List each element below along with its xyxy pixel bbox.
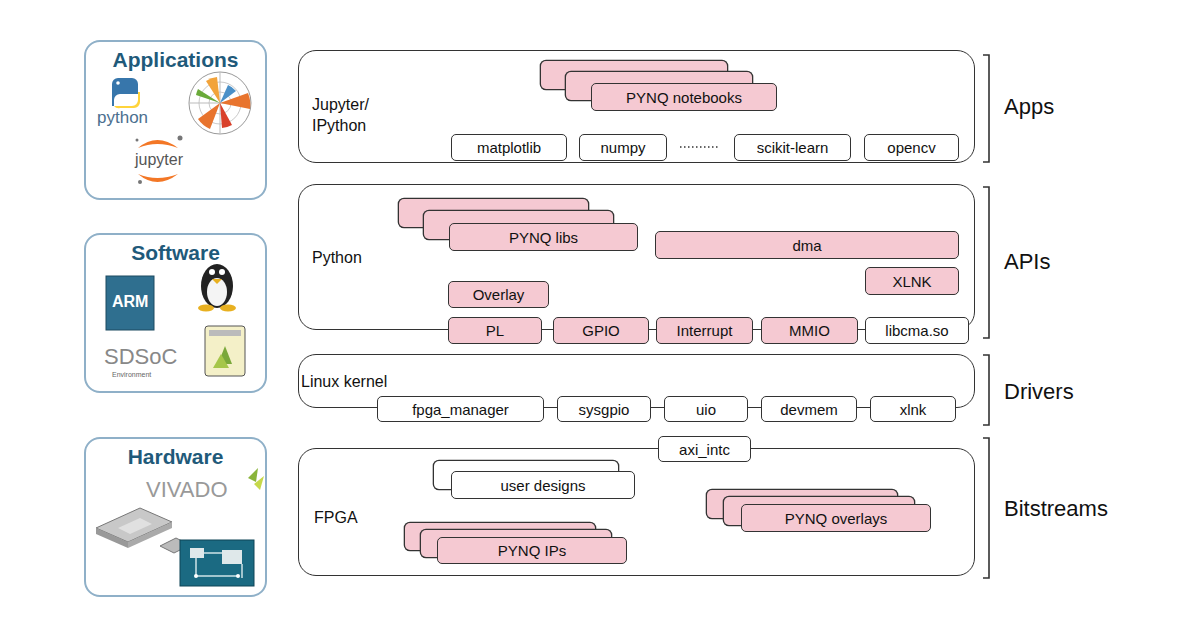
component-box: sysgpio [557, 396, 651, 422]
box-label: sysgpio [579, 401, 630, 418]
box-label: fpga_manager [412, 401, 509, 418]
component-box: axi_intc [658, 436, 751, 462]
component-box: Interrupt [656, 317, 753, 344]
box-label: devmem [780, 401, 838, 418]
box-label: scikit-learn [757, 139, 829, 156]
ellipsis-dots [680, 146, 720, 148]
component-box: MMIO [761, 317, 858, 344]
vivado-hls-icon [205, 326, 245, 376]
component-box: PYNQ notebooks [591, 83, 777, 111]
component-box: PL [448, 317, 542, 344]
component-box: matplotlib [451, 134, 567, 161]
component-box: dma [655, 231, 959, 259]
component-box: numpy [579, 134, 667, 161]
layer-name: Drivers [1004, 380, 1074, 404]
logo-text: SDSoC [104, 345, 177, 369]
box-label: PYNQ IPs [498, 542, 566, 559]
logo-text: python [97, 109, 148, 128]
component-box: fpga_manager [377, 396, 544, 422]
arm-logo [106, 276, 154, 330]
logo-text: ARM [112, 293, 148, 311]
heading: Linux kernel [301, 372, 387, 393]
circuit-board [180, 540, 254, 586]
heading: Python [312, 248, 362, 269]
component-box: Overlay [448, 281, 549, 308]
vivado-logo [248, 468, 264, 490]
box-label: Interrupt [677, 322, 733, 339]
component-box: XLNK [865, 267, 959, 295]
jupyter-logo [136, 136, 183, 185]
box-label: Overlay [473, 286, 525, 303]
python-logo [112, 78, 140, 108]
heading: Jupyter/ IPython [312, 95, 392, 137]
box-label: PYNQ libs [509, 229, 578, 246]
layer-box: PythonPYNQ libsdmaXLNKOverlayPLGPIOInter… [298, 184, 975, 330]
chip-illustration [96, 508, 190, 553]
box-label: axi_intc [679, 441, 730, 458]
box-label: user designs [500, 477, 585, 494]
linux-penguin [198, 264, 236, 312]
bracket [983, 55, 989, 578]
box-label: GPIO [582, 322, 620, 339]
component-box: GPIO [553, 317, 649, 344]
component-box: PYNQ IPs [437, 537, 627, 564]
box-label: XLNK [892, 273, 931, 290]
box-label: MMIO [789, 322, 830, 339]
box-label: matplotlib [477, 139, 541, 156]
component-box: opencv [864, 134, 959, 161]
box-label: numpy [600, 139, 645, 156]
component-box: uio [664, 396, 748, 422]
component-box: user designs [451, 471, 635, 499]
radar-chart [189, 72, 251, 134]
box-label: opencv [887, 139, 935, 156]
logo-text: VIVADO [146, 478, 228, 502]
component-box: PYNQ libs [449, 223, 638, 251]
component-box: libcma.so [865, 317, 969, 344]
box-label: PYNQ notebooks [626, 89, 742, 106]
heading: Hardware [86, 445, 265, 469]
box-label: dma [792, 237, 821, 254]
logo-text: Environment [112, 371, 151, 379]
box-label: uio [696, 401, 716, 418]
layer-name: APIs [1004, 250, 1050, 274]
category-panel: Hardware [84, 437, 267, 597]
box-label: PL [486, 322, 504, 339]
layer-name: Apps [1004, 95, 1054, 119]
component-box: scikit-learn [734, 134, 851, 161]
component-box: PYNQ overlays [741, 504, 931, 532]
box-label: libcma.so [885, 322, 948, 339]
layer-box: Linux kernelfpga_managersysgpiouiodevmem… [298, 354, 975, 408]
logo-text: jupyter [135, 151, 183, 169]
layer-box: Jupyter/ IPython PYNQ notebooks matplotlib… [298, 50, 975, 163]
heading: FPGA [314, 508, 358, 529]
box-label: PYNQ overlays [785, 510, 888, 527]
layer-name: Bitstreams [1004, 497, 1108, 521]
heading: Applications [86, 48, 265, 72]
component-box: xlnk [870, 396, 956, 422]
heading: Software [86, 241, 265, 265]
box-label: xlnk [900, 401, 927, 418]
layer-box: FPGAaxi_intcuser designsPYNQ overlaysPYN… [298, 448, 975, 576]
component-box: devmem [761, 396, 857, 422]
